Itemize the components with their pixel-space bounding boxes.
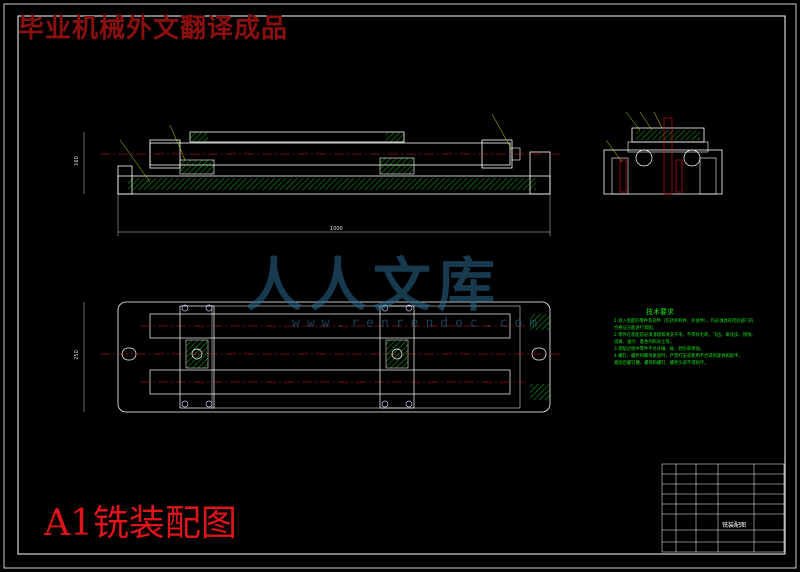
plan-bolt-8 <box>405 400 413 408</box>
plan-nut-left <box>191 348 203 360</box>
side-roller-left <box>635 149 653 167</box>
tech-note-line: 4.螺钉、螺栓和螺母紧固时，严禁打击或使用不合适的旋具和扳手， <box>614 354 743 359</box>
front-clamp-mid <box>379 157 415 175</box>
plan-slot-left <box>121 347 137 361</box>
plan-end-notch-top <box>530 314 550 330</box>
dim-length-label: 1000 <box>330 226 343 232</box>
dim-height-label: 160 <box>73 156 80 166</box>
plan-nut-mid <box>391 348 403 360</box>
front-end-block-left <box>117 165 133 195</box>
front-top-hatch-right <box>386 132 404 142</box>
sheet-inner-frame <box>17 15 786 555</box>
plan-clamp-mid-hatch <box>385 339 409 369</box>
front-clamp-left <box>179 159 215 175</box>
side-roller-right <box>683 149 701 167</box>
tech-note-line: 合格证方能进行装配。 <box>614 326 657 331</box>
plan-bolt-6 <box>405 304 413 312</box>
side-inner-left <box>611 157 629 195</box>
front-leader-2 <box>169 124 186 161</box>
plan-base-plate <box>117 301 551 413</box>
plan-clamp-left-hatch <box>185 339 209 369</box>
technical-requirements-title: 技术要求 <box>646 308 674 316</box>
plan-bolt-1 <box>181 304 189 312</box>
plan-bolt-2 <box>205 304 213 312</box>
front-top-hatch-left <box>190 132 208 142</box>
tech-note-line: 1.进入装配的零件及部件（包括外购件、外协件），均必须具有检验部门的 <box>614 319 754 324</box>
title-block-drawing-name: 铣装配图 <box>722 522 747 529</box>
drawing-size-label: A1铣装配图 <box>44 503 237 544</box>
plan-end-notch-bottom <box>530 384 550 400</box>
tech-note-line: 紧固后螺钉槽、螺母和螺钉、螺栓头部不得损坏。 <box>614 361 709 366</box>
front-leader-3 <box>491 113 513 151</box>
side-bolt <box>663 117 673 195</box>
technical-requirements-notes: 1.进入装配的零件及部件（包括外购件、外协件），均必须具有检验部门的 合格证方能… <box>614 318 764 367</box>
watermark-url: www.renrendoc.com <box>292 316 545 331</box>
side-rod-right <box>675 159 683 193</box>
plan-bolt-3 <box>181 400 189 408</box>
plan-bolt-4 <box>205 400 213 408</box>
side-leader-4 <box>605 139 623 163</box>
side-mid-block <box>627 141 709 153</box>
plan-clamp-mid <box>379 305 415 409</box>
plan-inner-frame <box>211 305 521 409</box>
tech-note-line: 2.零件在装配前必须清理和清洗干净，不得有毛刺、飞边、氧化皮、锈蚀、 <box>614 333 756 338</box>
title-block <box>661 463 785 553</box>
side-leader-2 <box>639 111 653 131</box>
front-top-plate <box>189 131 405 143</box>
front-leader-1 <box>119 139 151 183</box>
plan-slot-right <box>531 347 547 361</box>
front-end-block-right <box>529 151 551 195</box>
tech-note-line: 切屑、油污、着色剂和灰尘等。 <box>614 340 675 345</box>
side-view <box>603 111 723 195</box>
plan-bolt-5 <box>381 304 389 312</box>
side-leader-1 <box>625 111 641 131</box>
front-nut-right <box>511 147 521 161</box>
header-watermark-text: 毕业机械外文翻译成品 <box>18 14 289 44</box>
plan-clamp-left <box>179 305 215 409</box>
side-top-hatch <box>636 130 700 140</box>
side-leader-3 <box>653 111 663 129</box>
plan-view <box>83 301 560 413</box>
watermark-brand: 人人文库 <box>245 251 502 319</box>
front-base-hatch <box>128 178 536 190</box>
title-block-frame <box>661 463 785 553</box>
sheet-outer-frame <box>3 3 797 569</box>
tech-note-line: 3.装配过程中零件不允许磕、碰、划伤和锈蚀。 <box>614 347 705 352</box>
side-base <box>603 149 723 195</box>
front-view <box>83 113 560 236</box>
side-inner-right <box>699 157 717 195</box>
dim-width-label: 250 <box>73 350 80 360</box>
plan-bolt-7 <box>381 400 389 408</box>
side-rod-left <box>619 159 627 193</box>
